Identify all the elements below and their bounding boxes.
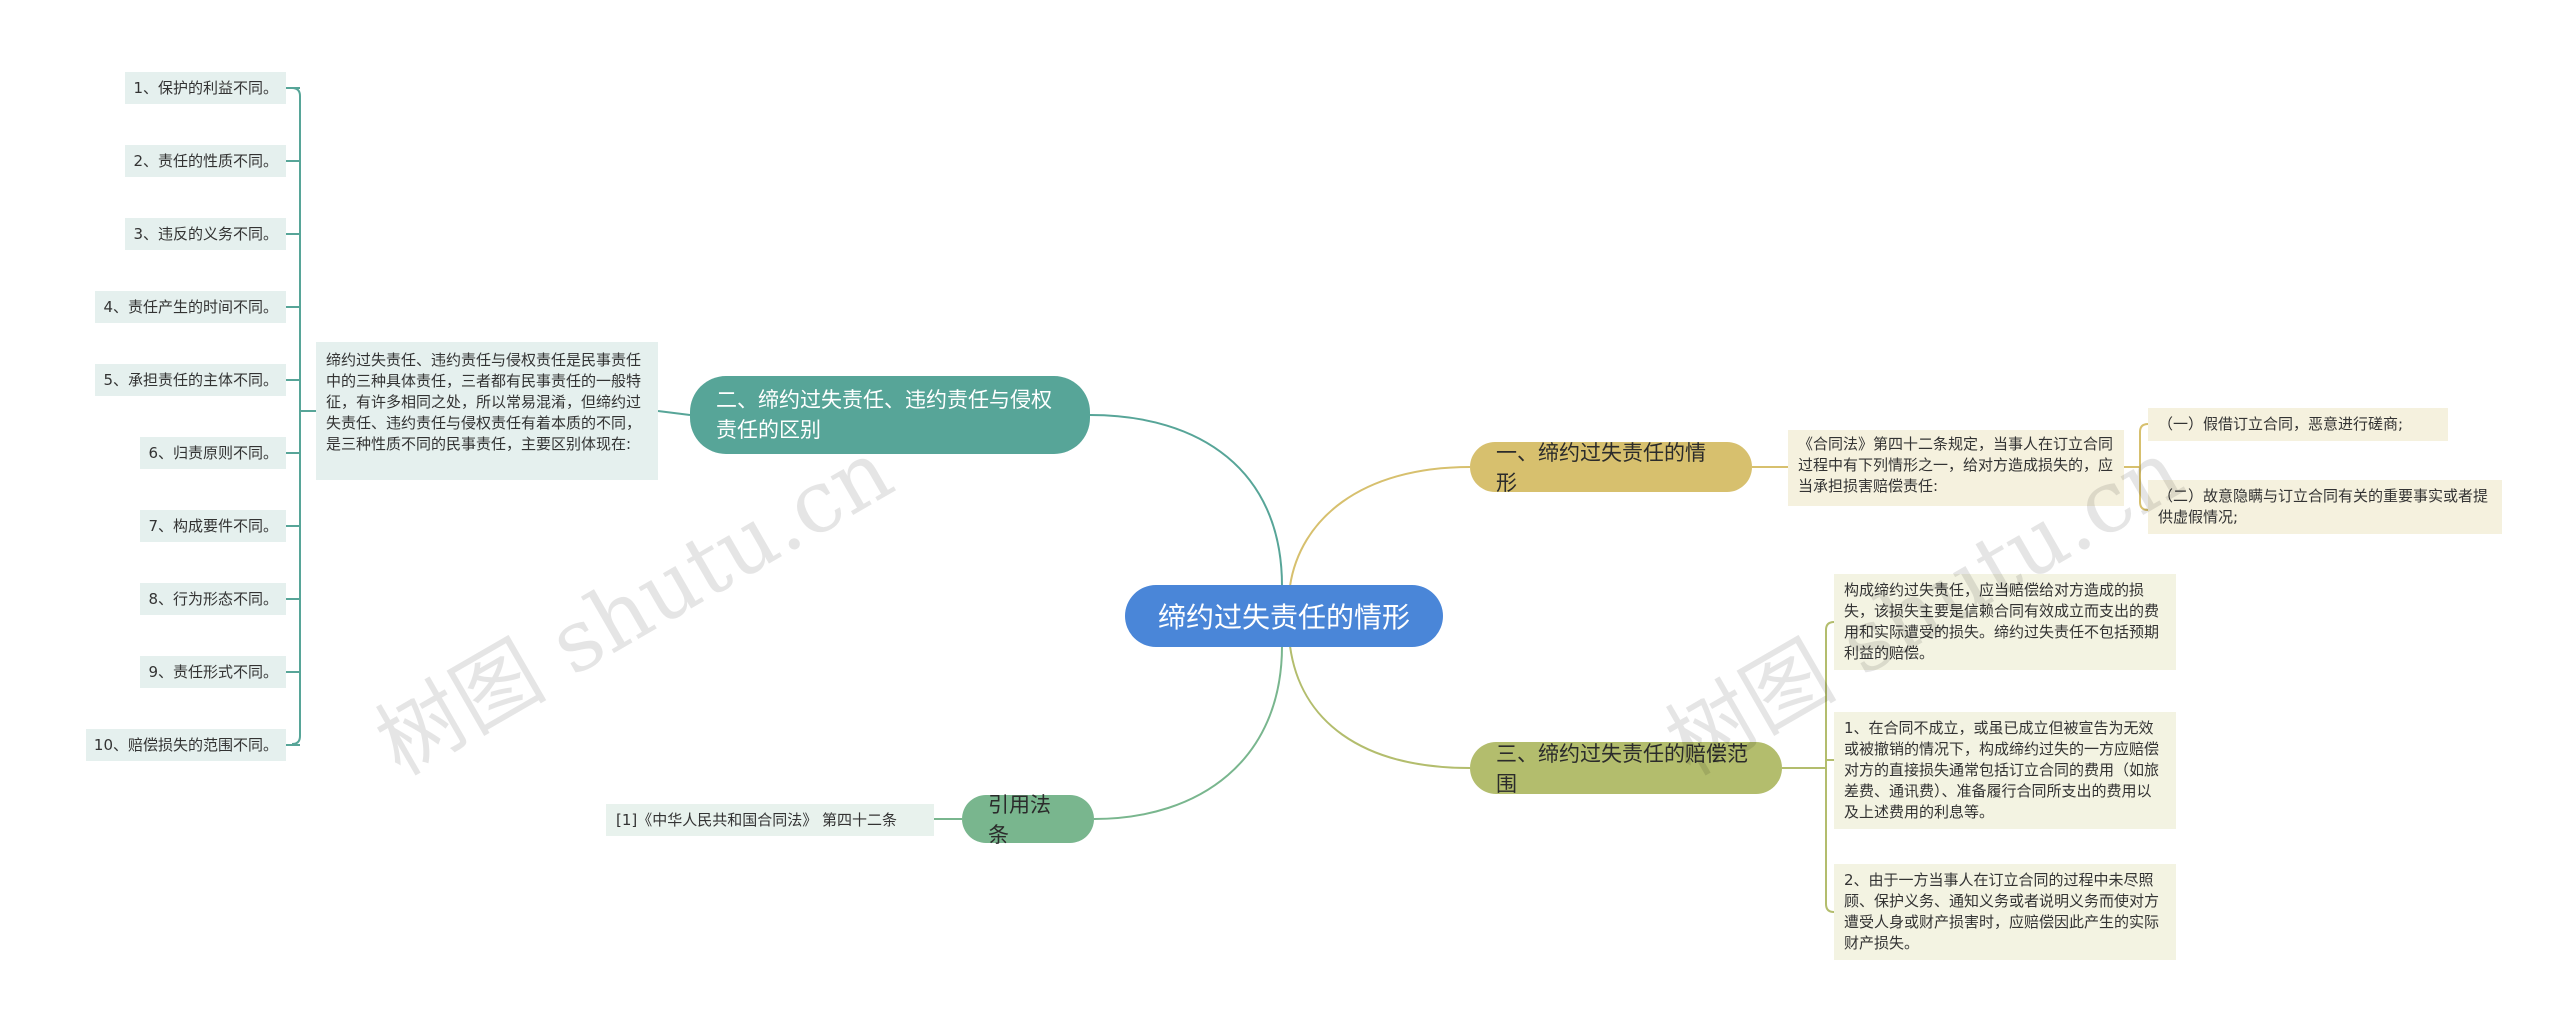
branch-distinction[interactable]: 二、缔约过失责任、违约责任与侵权责任的区别: [690, 376, 1090, 454]
distinction-item: 3、违反的义务不同。: [125, 218, 286, 250]
distinction-intro-text: 缔约过失责任、违约责任与侵权责任是民事责任中的三种具体责任，三者都有民事责任的一…: [316, 342, 658, 480]
distinction-item: 5、承担责任的主体不同。: [95, 364, 286, 396]
branch-compensation-scope[interactable]: 三、缔约过失责任的赔偿范围: [1470, 742, 1782, 796]
connector-root-branch2: [1089, 414, 1283, 587]
law-option-1: （一）假借订立合同，恶意进行磋商;: [2148, 408, 2448, 441]
distinction-item: 9、责任形式不同。: [140, 656, 286, 688]
compensation-item-2: 2、由于一方当事人在订立合同的过程中未尽照顾、保护义务、通知义务或者说明义务而使…: [1834, 864, 2176, 960]
distinction-item: 4、责任产生的时间不同。: [95, 291, 286, 323]
distinction-item: 10、赔偿损失的范围不同。: [85, 729, 286, 761]
branch-situations[interactable]: 一、缔约过失责任的情形: [1470, 441, 1752, 495]
compensation-item-1: 1、在合同不成立，或虽已成立但被宣告为无效或被撤销的情况下，构成缔约过失的一方应…: [1834, 712, 2176, 829]
connector-root-branch4: [1093, 645, 1283, 820]
bracket-branch1-options: [2124, 423, 2149, 511]
distinction-item: 6、归责原则不同。: [140, 437, 286, 469]
distinction-item: 7、构成要件不同。: [140, 510, 286, 542]
distinction-item: 1、保护的利益不同。: [125, 72, 286, 104]
distinction-item: 2、责任的性质不同。: [125, 145, 286, 177]
branch-cited-law[interactable]: 引用法条: [962, 793, 1094, 847]
law-option-2: （二）故意隐瞒与订立合同有关的重要事实或者提供虚假情况;: [2148, 480, 2502, 534]
distinction-item: 8、行为形态不同。: [140, 583, 286, 615]
compensation-item-0: 构成缔约过失责任，应当赔偿给对方造成的损失，该损失主要是信赖合同有效成立而支出的…: [1834, 574, 2176, 670]
law-article-text: 《合同法》第四十二条规定，当事人在订立合同过程中有下列情形之一，给对方造成损失的…: [1788, 430, 2124, 506]
connector-branch2-intro: [657, 410, 691, 416]
cited-law-reference: [1]《中华人民共和国合同法》 第四十二条: [606, 804, 934, 836]
connector-root-branch1: [1289, 466, 1471, 587]
root-topic[interactable]: 缔约过失责任的情形: [1125, 585, 1443, 647]
bracket-branch2-items: [291, 87, 316, 745]
connector-root-branch3: [1289, 645, 1471, 769]
bracket-branch3-items: [1782, 621, 1835, 913]
